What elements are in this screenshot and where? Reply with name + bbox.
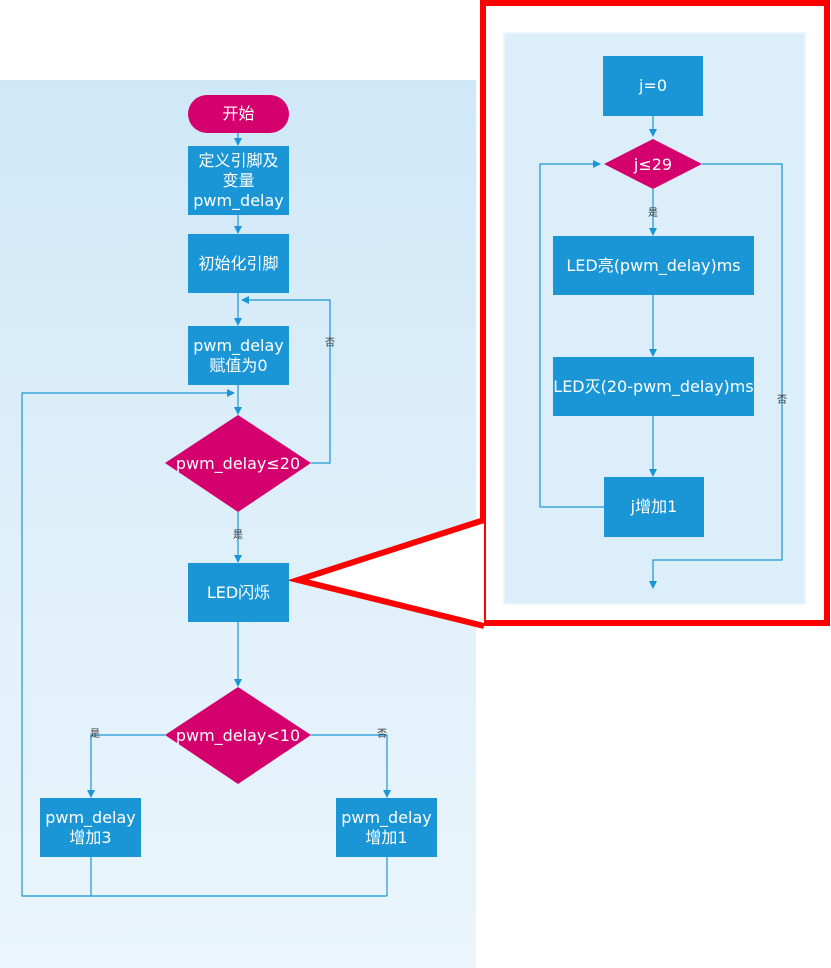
detail-flow-arrows xyxy=(539,116,783,589)
main-flow-arrows xyxy=(21,133,391,897)
led-on-process: LED亮(pwm_delay)ms xyxy=(553,236,754,295)
cond-j-decision: j≤29 xyxy=(633,154,673,174)
j-inc-process: j增加1 xyxy=(604,477,704,537)
define-pins-process: 定义引脚及 变量 pwm_delay xyxy=(188,146,289,215)
main-decision-shapes xyxy=(165,415,311,784)
led-flash-process: LED闪烁 xyxy=(188,563,289,622)
inc1-process: pwm_delay 增加1 xyxy=(336,798,437,857)
assign-zero-process: pwm_delay 赋值为0 xyxy=(188,326,289,385)
led-off-process: LED灭(20-pwm_delay)ms xyxy=(553,357,754,416)
cond-le20-decision: pwm_delay≤20 xyxy=(175,453,301,473)
no-label-lt10: 否 xyxy=(377,729,387,740)
detail-decision-shapes xyxy=(604,139,702,189)
inc3-process: pwm_delay 增加3 xyxy=(40,798,141,857)
yes-label-le20: 是 xyxy=(233,530,243,541)
yes-label-j: 是 xyxy=(648,208,658,219)
no-label-le20: 否 xyxy=(325,338,335,349)
init-pins-process: 初始化引脚 xyxy=(188,234,289,293)
cond-lt10-decision: pwm_delay<10 xyxy=(175,725,301,745)
start-terminal: 开始 xyxy=(188,95,289,133)
zoom-callout-pointer xyxy=(287,517,485,629)
yes-label-lt10: 是 xyxy=(90,729,100,740)
j-init-process: j=0 xyxy=(603,56,703,116)
no-label-j: 否 xyxy=(777,395,787,406)
